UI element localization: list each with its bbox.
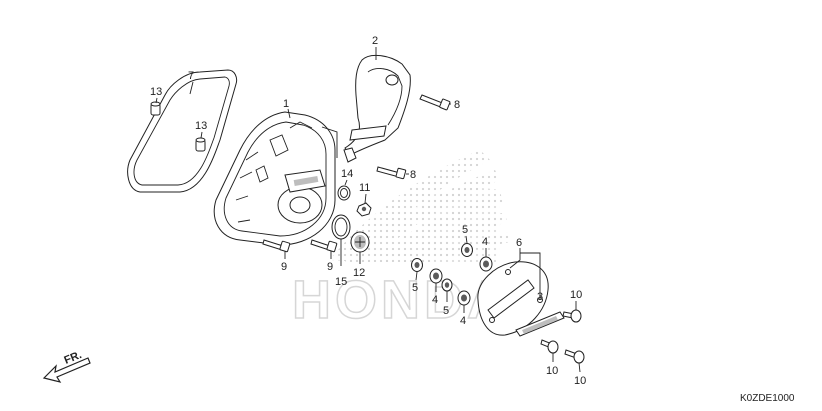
washer-5c <box>441 278 453 292</box>
callout-9a: 9 <box>281 261 287 273</box>
dowel-pin-13a <box>150 101 161 116</box>
callout-labels: 2 7 13 1 8 13 8 14 11 5 4 6 9 9 15 12 5 … <box>150 35 586 387</box>
callout-4a: 4 <box>482 236 488 248</box>
callout-13a: 13 <box>150 86 162 98</box>
nut-part-11 <box>356 202 372 217</box>
callout-9b: 9 <box>327 261 333 273</box>
callout-7: 7 <box>188 70 194 82</box>
callout-8a: 8 <box>454 99 460 111</box>
honda-watermark-text: HONDA <box>292 270 510 330</box>
o-ring-part-15 <box>331 214 351 240</box>
emblem-plate-part-6 <box>477 261 549 336</box>
grommet-4a <box>479 256 493 272</box>
grommet-4c <box>457 290 471 306</box>
callout-11: 11 <box>359 182 370 194</box>
cover-guard-part-2 <box>343 54 411 163</box>
callout-1: 1 <box>283 98 289 110</box>
callout-2: 2 <box>372 35 378 47</box>
crankcase-cover-part-1 <box>213 111 336 246</box>
bolt-9a <box>262 239 291 253</box>
leader-lines <box>155 47 581 373</box>
callout-5b: 5 <box>412 282 418 294</box>
callout-14: 14 <box>341 168 353 180</box>
callout-6: 6 <box>516 237 522 249</box>
grommet-4b <box>429 268 443 284</box>
callout-8b: 8 <box>410 169 416 181</box>
washer-5b <box>411 258 423 272</box>
front-direction-arrow: FR. <box>42 349 91 383</box>
callout-10c: 10 <box>574 375 586 387</box>
bolt-9b <box>310 239 338 253</box>
callout-5a: 5 <box>462 224 468 236</box>
o-ring-part-14 <box>337 185 351 201</box>
screw-10c <box>564 349 585 364</box>
callout-10a: 10 <box>570 289 582 301</box>
callout-3: 3 <box>537 291 543 303</box>
screw-10a <box>562 309 582 323</box>
callout-12: 12 <box>353 267 365 279</box>
diagram-code: K0ZDE1000 <box>740 393 795 404</box>
screw-10b <box>540 339 559 354</box>
callout-10b: 10 <box>546 365 558 377</box>
washer-5a <box>461 243 473 257</box>
bolt-8b <box>376 166 407 180</box>
cap-part-12 <box>350 231 370 253</box>
emblem-part-3 <box>515 311 565 337</box>
callout-15: 15 <box>335 276 347 288</box>
dowel-pin-13b <box>195 137 206 152</box>
gasket-part-7 <box>127 69 238 193</box>
callout-5c: 5 <box>443 305 449 317</box>
callout-4c: 4 <box>460 315 466 327</box>
callout-13b: 13 <box>195 120 207 132</box>
bolt-8a <box>419 94 451 111</box>
callout-4b: 4 <box>432 294 438 306</box>
honda-wing-watermark <box>330 150 510 262</box>
